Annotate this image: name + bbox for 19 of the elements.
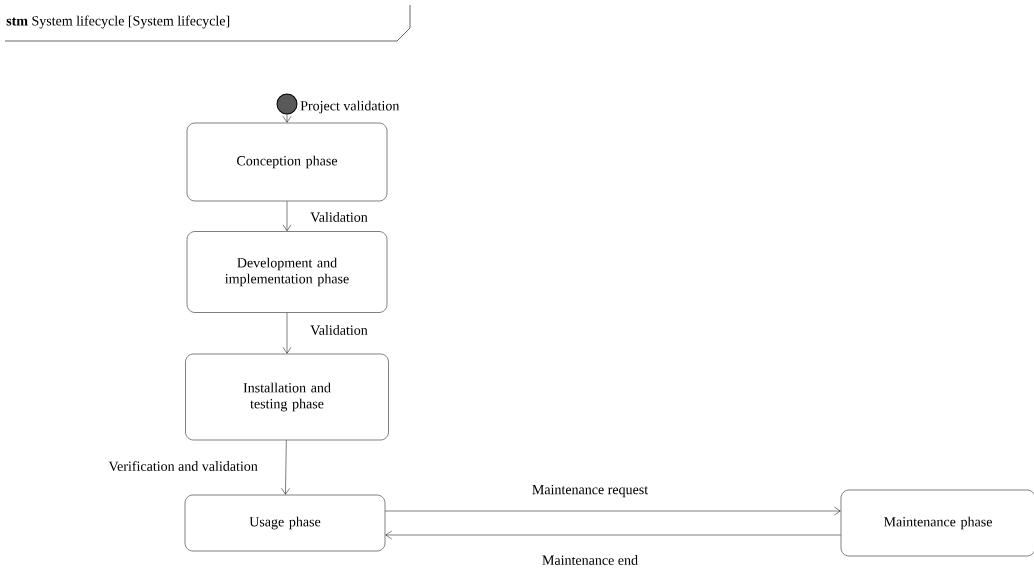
diagram-title: stm System lifecycle [System lifecycle]	[6, 15, 230, 29]
state-box: Installation and testing phase	[185, 353, 389, 441]
state-box: Development and implementation phase	[186, 231, 388, 313]
transition-arrow	[385, 506, 841, 516]
transition-label: Validation	[310, 325, 368, 335]
state-box: Conception phase	[186, 122, 388, 202]
initial-state	[276, 93, 298, 115]
transition-label: Project validation	[300, 100, 400, 114]
transition-arrow	[282, 201, 292, 232]
transition-label: Validation	[310, 212, 368, 222]
transition-label: Maintenance request	[532, 484, 649, 498]
transition-label: Verification and validation	[108, 460, 258, 472]
transition-arrow	[282, 114, 292, 123]
state-box: Maintenance phase	[840, 489, 1034, 557]
state-box: Usage phase	[184, 494, 386, 552]
transition-label: Maintenance end	[542, 555, 638, 565]
transition-arrow	[385, 530, 841, 540]
transition-arrow	[281, 440, 290, 495]
transition-arrow	[282, 312, 292, 354]
